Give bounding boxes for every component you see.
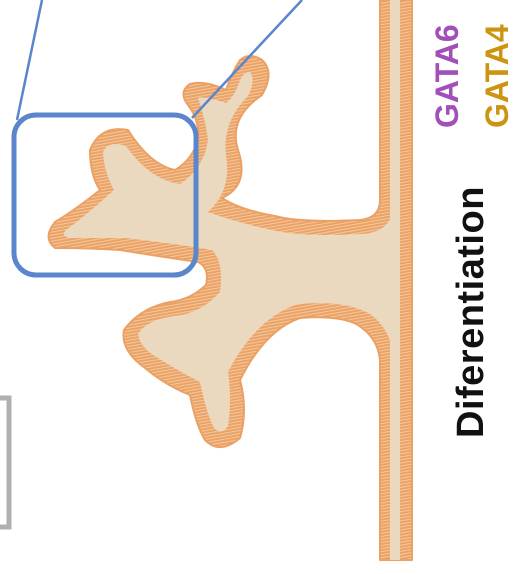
gata4-label: GATA4 [481, 24, 513, 128]
differentiation-label: Diferentiation [452, 186, 490, 438]
gata6-label: GATA6 [431, 24, 463, 128]
zoom-line-left [17, 0, 42, 120]
duct-core [390, 0, 400, 560]
branching-tissue [49, 0, 413, 560]
gray-frame-fragment [0, 398, 9, 527]
